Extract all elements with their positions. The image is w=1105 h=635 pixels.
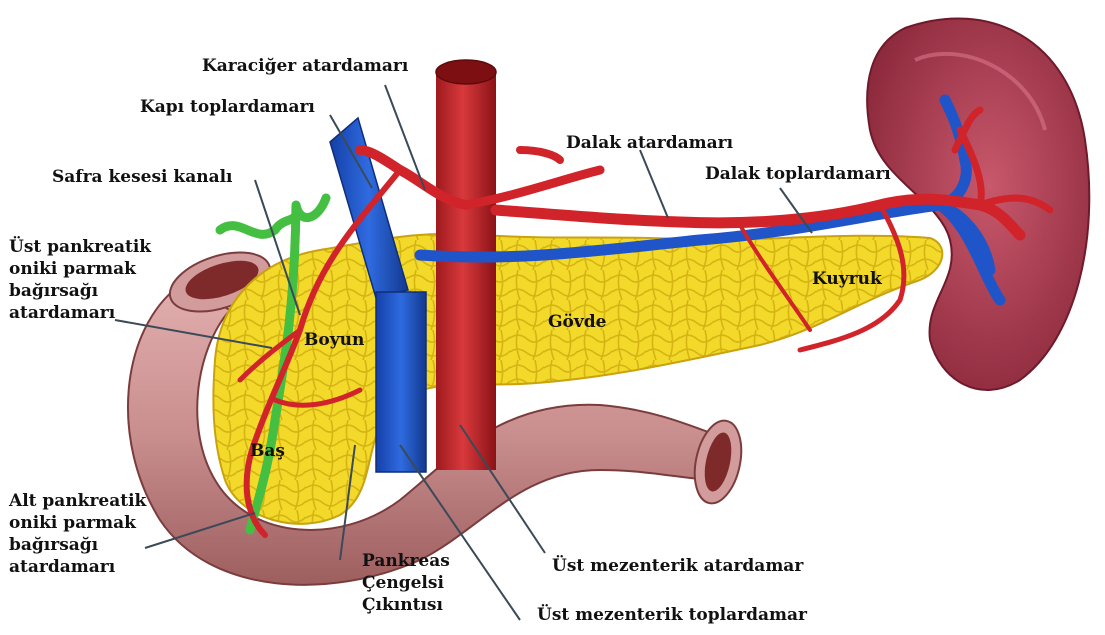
label-portal-vein: Kapı toplardamarı <box>140 96 315 118</box>
label-line: Pankreas <box>362 550 450 572</box>
label-line: bağırsağı <box>9 280 151 302</box>
label-line: Alt pankreatik <box>9 490 146 512</box>
label-line: oniki parmak <box>9 512 146 534</box>
label-splenic-artery: Dalak atardamarı <box>566 132 733 154</box>
label-line: atardamarı <box>9 302 151 324</box>
label-line: bağırsağı <box>9 534 146 556</box>
label-superior-pd-artery: Üst pankreatik oniki parmak bağırsağı at… <box>9 236 151 324</box>
label-line: Çengelsi <box>362 572 450 594</box>
label-line: Üst pankreatik <box>9 236 151 258</box>
label-bile-duct: Safra kesesi kanalı <box>52 166 233 188</box>
label-splenic-vein: Dalak toplardamarı <box>705 163 891 185</box>
label-tail: Kuyruk <box>812 268 882 290</box>
label-uncinate-process: Pankreas Çengelsi Çıkıntısı <box>362 550 450 616</box>
label-line: atardamarı <box>9 556 146 578</box>
label-inferior-pd-artery: Alt pankreatik oniki parmak bağırsağı at… <box>9 490 146 578</box>
label-hepatic-artery: Karaciğer atardamarı <box>202 55 408 77</box>
label-sma: Üst mezenterik atardamar <box>552 555 803 577</box>
label-head: Baş <box>250 440 285 462</box>
label-smv: Üst mezenterik toplardamar <box>537 604 807 626</box>
label-line: oniki parmak <box>9 258 151 280</box>
label-neck: Boyun <box>304 329 364 351</box>
aorta <box>436 60 496 470</box>
label-line: Çıkıntısı <box>362 594 450 616</box>
label-body: Gövde <box>548 311 606 333</box>
